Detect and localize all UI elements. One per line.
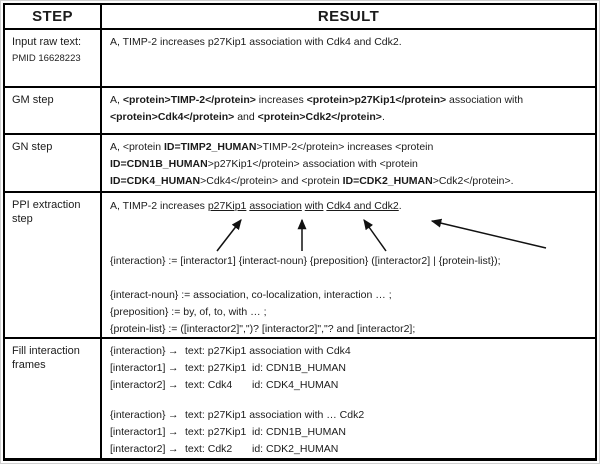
step-label: Input raw text: [12,36,82,48]
table-row-input-raw-text: Input raw text: PMID 16628223 A, TIMP-2 … [5,30,595,88]
result-cell-gm: A, <protein>TIMP-2</protein> increases <… [110,94,524,123]
result-cell-ppi: A, TIMP-2 increases p27Kip1 association … [102,193,595,337]
frame-text: text: p27Kip1 [185,362,247,374]
frame-id: id: CDN1B_HUMAN [252,426,346,438]
rule-to-sentence-arrows-icon [216,218,547,252]
frame-id: id: CDN1B_HUMAN [252,362,346,374]
step-cell-gn: GN step [5,135,102,191]
frame-line: [interactor1] → text: p27Kip1 id: CDN1B_… [110,424,587,441]
table-row-ppi-extraction: PPI extraction step A, TIMP-2 increases … [5,193,595,339]
column-header-result: RESULT [317,8,380,25]
frame-slot: [interactor2] [110,443,166,455]
maps-to-arrow-icon: → [168,443,179,455]
frame-line: {interaction} → text: p27Kip1 associatio… [110,343,587,360]
ppi-pipeline-table: STEP RESULT Input raw text: PMID 1662822… [3,3,597,461]
result-cell-frames: {interaction} → text: p27Kip1 associatio… [102,339,595,458]
frame-slot: {interaction} [110,409,166,421]
frame-text: text: p27Kip1 [185,426,247,438]
definition-interact-noun: {interact-noun} := association, co-local… [110,289,392,301]
interaction-frame-1: {interaction} → text: p27Kip1 associatio… [110,343,587,394]
frame-line: [interactor1] → text: p27Kip1 id: CDN1B_… [110,360,587,377]
maps-to-arrow-icon: → [168,426,179,438]
frame-line: {interaction} → text: p27Kip1 associatio… [110,407,587,424]
ppi-grammar-definitions: {interact-noun} := association, co-local… [110,287,587,337]
result-cell-input: A, TIMP-2 increases p27Kip1 association … [110,36,402,48]
maps-to-arrow-icon: → [168,362,179,374]
maps-to-arrow-icon: → [168,409,179,421]
step-cell-frames: Fill interaction frames [5,339,102,458]
frame-text: text: Cdk2 [185,443,233,455]
result-cell-gn: A, <protein ID=TIMP2_HUMAN>TIMP-2</prote… [110,141,514,187]
pmid-reference: PMID 16628223 [12,53,81,64]
frame-id: id: CDK2_HUMAN [252,443,339,455]
frame-text: text: p27Kip1 association with Cdk4 [185,345,351,357]
column-header-step: STEP [5,5,102,28]
step-cell-ppi: PPI extraction step [5,193,102,337]
ppi-grammar-rule: {interaction} := [interactor1] {interact… [110,255,501,267]
table-row-fill-frames: Fill interaction frames {interaction} → … [5,339,595,458]
frame-slot: [interactor2] [110,379,166,391]
definition-protein-list: {protein-list} := ([interactor2]",")? [i… [110,323,416,335]
table-header-row: STEP RESULT [5,5,595,30]
frame-line: [interactor2] → text: Cdk2 id: CDK2_HUMA… [110,441,587,458]
frame-id: id: CDK4_HUMAN [252,379,339,391]
step-cell-gm: GM step [5,88,102,133]
step-cell-input: Input raw text: PMID 16628223 [5,30,102,86]
frame-slot: [interactor1] [110,426,166,438]
definition-preposition: {preposition} := by, of, to, with … ; [110,306,267,318]
frame-slot: [interactor1] [110,362,166,374]
table-row-gm-step: GM step A, <protein>TIMP-2</protein> inc… [5,88,595,135]
frame-text: text: p27Kip1 association with … Cdk2 [185,409,365,421]
interaction-frame-2: {interaction} → text: p27Kip1 associatio… [110,407,587,458]
maps-to-arrow-icon: → [168,379,179,391]
ppi-annotated-sentence: A, TIMP-2 increases p27Kip1 association … [110,200,402,212]
frame-slot: {interaction} [110,345,166,357]
frame-line: [interactor2] → text: Cdk4 id: CDK4_HUMA… [110,377,587,394]
table-row-gn-step: GN step A, <protein ID=TIMP2_HUMAN>TIMP-… [5,135,595,193]
frame-text: text: Cdk4 [185,379,233,391]
maps-to-arrow-icon: → [168,345,179,357]
